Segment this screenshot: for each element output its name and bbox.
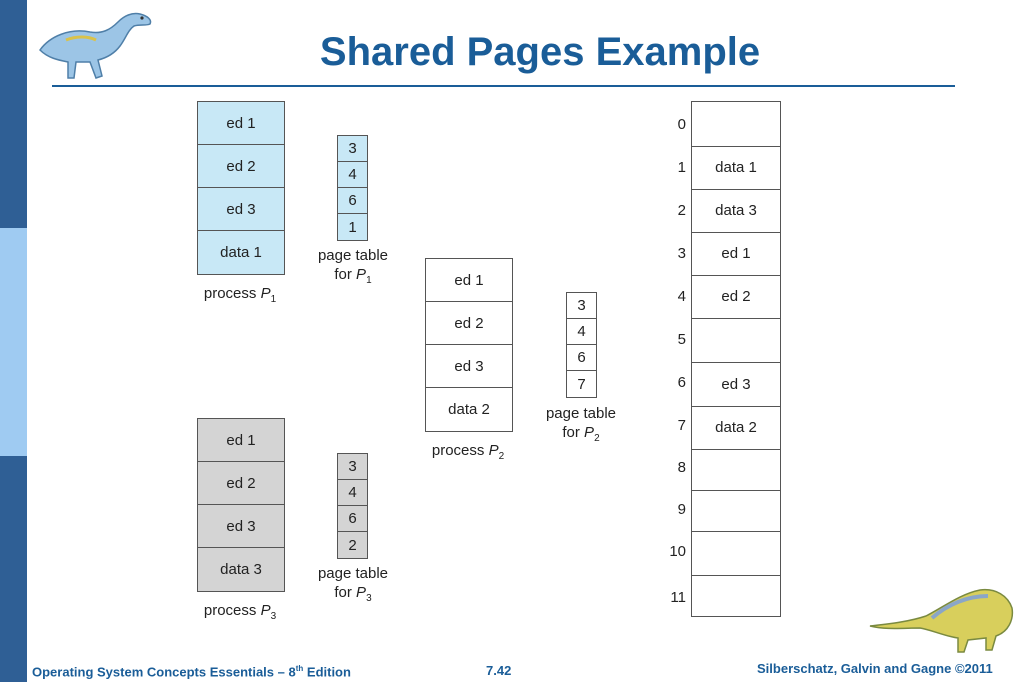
memory-frame-2: data 3 xyxy=(715,202,757,219)
p3-page-1: ed 2 xyxy=(198,462,284,505)
p1-page-1: ed 2 xyxy=(198,145,284,188)
memory-divider xyxy=(692,318,780,319)
page-table-p2-caption: page table for P2 xyxy=(545,405,617,444)
pt1-entry-1: 4 xyxy=(338,162,367,188)
p3-page-3: data 3 xyxy=(198,548,284,591)
frame-number-1: 1 xyxy=(677,159,686,176)
process-p1-stack: ed 1 ed 2 ed 3 data 1 xyxy=(197,101,285,275)
frame-number-11: 11 xyxy=(670,589,686,606)
p1-page-0: ed 1 xyxy=(198,102,284,145)
pt2-entry-0: 3 xyxy=(567,293,596,319)
memory-frame-3: ed 1 xyxy=(721,245,751,262)
frame-number-2: 2 xyxy=(677,202,686,219)
pt3-entry-0: 3 xyxy=(338,454,367,480)
sidebar-stripe-bottom xyxy=(0,456,27,682)
frame-number-7: 7 xyxy=(677,417,686,434)
memory-frame-8 xyxy=(692,449,780,490)
dinosaur-logo-icon xyxy=(869,588,1014,653)
p2-page-1: ed 2 xyxy=(426,302,512,345)
sidebar-stripe-top xyxy=(0,0,27,228)
p2-page-3: data 2 xyxy=(426,388,512,431)
pt3-entry-3: 2 xyxy=(338,532,367,558)
footer-slide-number: 7.42 xyxy=(486,663,512,678)
pt3-entry-1: 4 xyxy=(338,480,367,506)
physical-memory: data 1 data 3 ed 1 ed 2 ed 3 data 2 xyxy=(691,101,781,617)
memory-frame-10 xyxy=(692,531,780,575)
process-p2-caption: process P2 xyxy=(431,442,505,462)
memory-frame-11 xyxy=(692,575,780,616)
pt2-entry-3: 7 xyxy=(567,371,596,397)
memory-frame-1: data 1 xyxy=(715,159,757,176)
process-p2-stack: ed 1 ed 2 ed 3 data 2 xyxy=(425,258,513,432)
p1-page-2: ed 3 xyxy=(198,188,284,231)
memory-divider xyxy=(692,189,780,190)
memory-frame-6: ed 3 xyxy=(721,375,751,393)
frame-number-0: 0 xyxy=(677,116,686,133)
frame-number-8: 8 xyxy=(677,459,686,476)
pt1-entry-2: 6 xyxy=(338,188,367,214)
memory-divider xyxy=(692,490,780,491)
pt3-entry-2: 6 xyxy=(338,506,367,532)
pt2-entry-1: 4 xyxy=(567,319,596,345)
page-table-p3: 3 4 6 2 xyxy=(337,453,368,559)
frame-number-6: 6 xyxy=(677,374,686,391)
memory-frame-9 xyxy=(692,490,780,531)
title-divider xyxy=(52,85,955,87)
memory-frame-7: data 2 xyxy=(715,419,757,436)
sidebar-stripe-middle xyxy=(0,228,27,456)
footer-book-title: Operating System Concepts Essentials – 8… xyxy=(32,664,351,680)
page-table-p3-caption: page table for P3 xyxy=(317,565,389,604)
memory-divider xyxy=(692,275,780,276)
slide-title: Shared Pages Example xyxy=(319,30,761,74)
process-p3-caption: process P3 xyxy=(203,602,277,622)
page-table-p2: 3 4 6 7 xyxy=(566,292,597,398)
process-p1-caption: process P1 xyxy=(203,285,277,305)
memory-frame-5 xyxy=(692,318,780,362)
frame-number-10: 10 xyxy=(669,543,686,560)
pt2-entry-2: 6 xyxy=(567,345,596,371)
frame-number-5: 5 xyxy=(677,331,686,348)
frame-number-4: 4 xyxy=(677,288,686,305)
memory-divider xyxy=(692,575,780,576)
page-table-p1: 3 4 6 1 xyxy=(337,135,368,241)
memory-divider xyxy=(692,232,780,233)
memory-frame-0 xyxy=(692,102,780,146)
footer-copyright: Silberschatz, Galvin and Gagne ©2011 xyxy=(757,661,993,676)
memory-frame-4: ed 2 xyxy=(721,288,751,305)
memory-divider xyxy=(692,531,780,532)
frame-number-3: 3 xyxy=(677,245,686,262)
p1-page-3: data 1 xyxy=(198,231,284,274)
page-table-p1-caption: page table for P1 xyxy=(317,247,389,286)
memory-divider xyxy=(692,449,780,450)
pt1-entry-0: 3 xyxy=(338,136,367,162)
p2-page-0: ed 1 xyxy=(426,259,512,302)
p2-page-2: ed 3 xyxy=(426,345,512,388)
memory-divider xyxy=(692,406,780,407)
p3-page-0: ed 1 xyxy=(198,419,284,462)
memory-divider xyxy=(692,362,780,363)
pt1-entry-3: 1 xyxy=(338,214,367,240)
memory-divider xyxy=(692,146,780,147)
frame-number-9: 9 xyxy=(677,501,686,518)
p3-page-2: ed 3 xyxy=(198,505,284,548)
dinosaur-logo-icon xyxy=(39,12,152,79)
process-p3-stack: ed 1 ed 2 ed 3 data 3 xyxy=(197,418,285,592)
